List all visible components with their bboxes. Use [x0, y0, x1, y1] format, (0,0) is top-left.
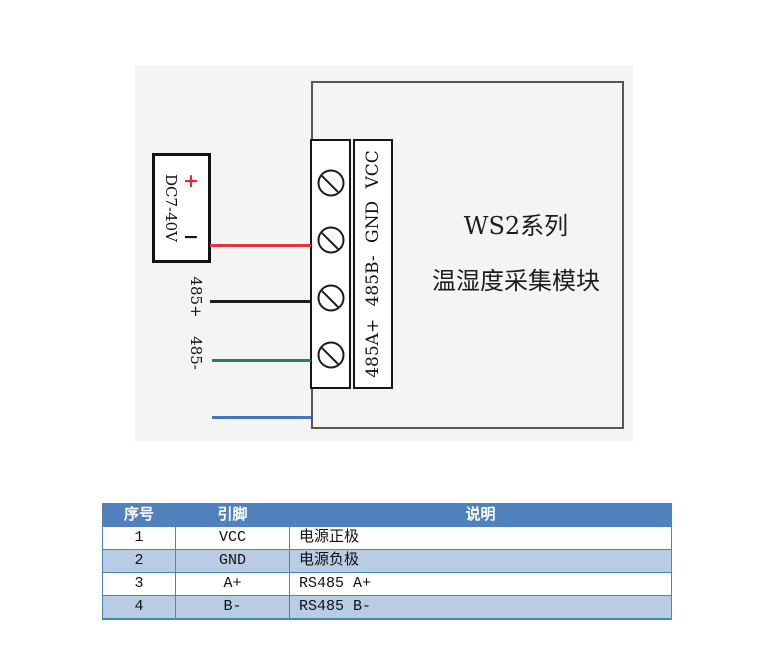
dc-power-box: DC7-40V + −	[152, 153, 211, 263]
cell-index: 2	[102, 549, 176, 573]
cell-pin: B-	[175, 595, 290, 620]
pin-description-table: 序号 引脚 说明 1 VCC 电源正极 2 GND 电源负极 3 A+ RS48…	[102, 503, 672, 620]
header-index: 序号	[102, 503, 176, 527]
cell-index: 4	[102, 595, 176, 620]
wire-label-485-minus: 485-	[187, 336, 205, 370]
table-row: 3 A+ RS485 A+	[102, 572, 672, 596]
wire-gnd	[210, 300, 311, 303]
module-title-line2: 温湿度采集模块	[432, 267, 600, 295]
wire-485b	[212, 416, 311, 419]
terminal-label-text: 485A+ 485B- GND VCC	[363, 150, 383, 378]
cell-description: 电源正极	[289, 526, 672, 550]
terminal-label-strip: 485A+ 485B- GND VCC	[353, 139, 393, 389]
cell-index: 1	[102, 526, 176, 550]
cell-description: 电源负极	[289, 549, 672, 573]
table-row: 4 B- RS485 B-	[102, 595, 672, 620]
wire-485a	[212, 359, 311, 362]
cell-index: 3	[102, 572, 176, 596]
cell-pin: GND	[175, 549, 290, 573]
cell-description: RS485 A+	[289, 572, 672, 596]
header-description: 说明	[289, 503, 672, 527]
module-title: WS2系列 温湿度采集模块	[432, 206, 600, 296]
table-header-row: 序号 引脚 说明	[102, 503, 672, 527]
module-title-line1: WS2系列	[463, 212, 569, 240]
wire-label-485-plus: 485+	[187, 276, 205, 318]
plus-terminal-symbol: +	[183, 170, 199, 192]
screw-terminal-icon	[317, 284, 344, 312]
cell-pin: A+	[175, 572, 290, 596]
header-pin: 引脚	[175, 503, 290, 527]
screw-terminal-icon	[317, 169, 344, 197]
wire-vcc	[210, 244, 311, 247]
cell-description: RS485 B-	[289, 595, 672, 620]
table-row: 1 VCC 电源正极	[102, 526, 672, 550]
wiring-diagram: WS2系列 温湿度采集模块 485A+ 485B- GND VCC DC7-40…	[135, 65, 633, 441]
screw-terminal-icon	[317, 226, 344, 254]
cell-pin: VCC	[175, 526, 290, 550]
dc-power-label: DC7-40V	[162, 173, 180, 243]
screw-terminal-icon	[317, 341, 344, 369]
terminal-block	[310, 139, 351, 389]
minus-terminal-symbol: −	[183, 226, 199, 248]
table-row: 2 GND 电源负极	[102, 549, 672, 573]
